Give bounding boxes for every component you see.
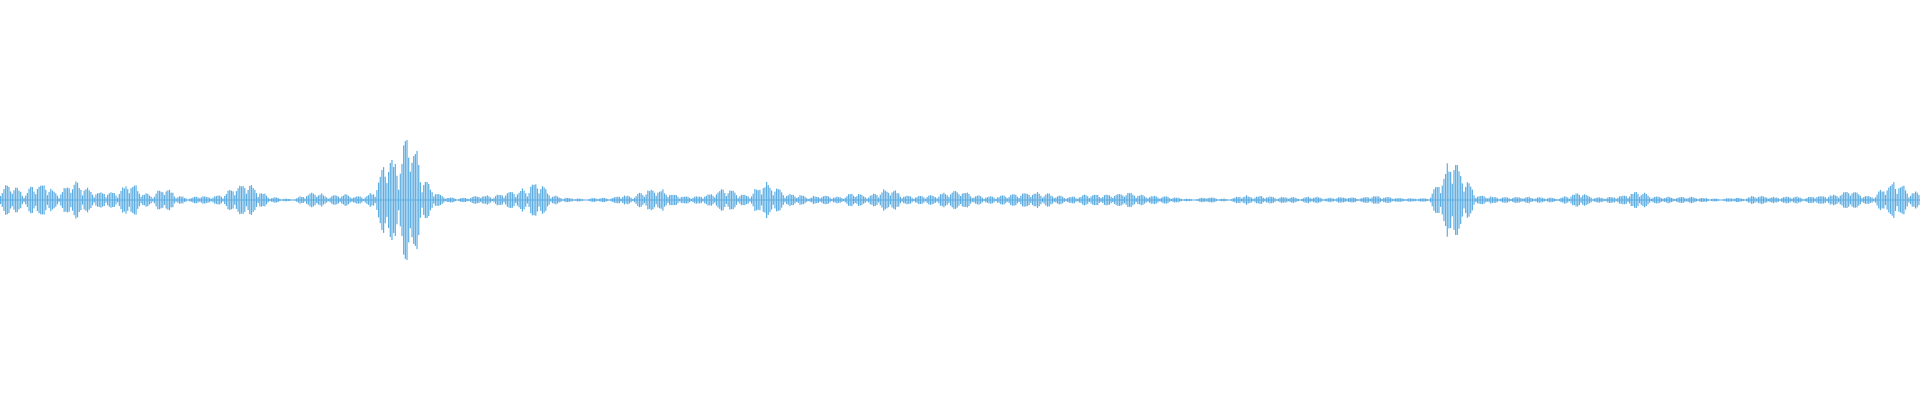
waveform-center-line bbox=[0, 199, 1920, 201]
waveform-bars bbox=[0, 140, 1920, 260]
